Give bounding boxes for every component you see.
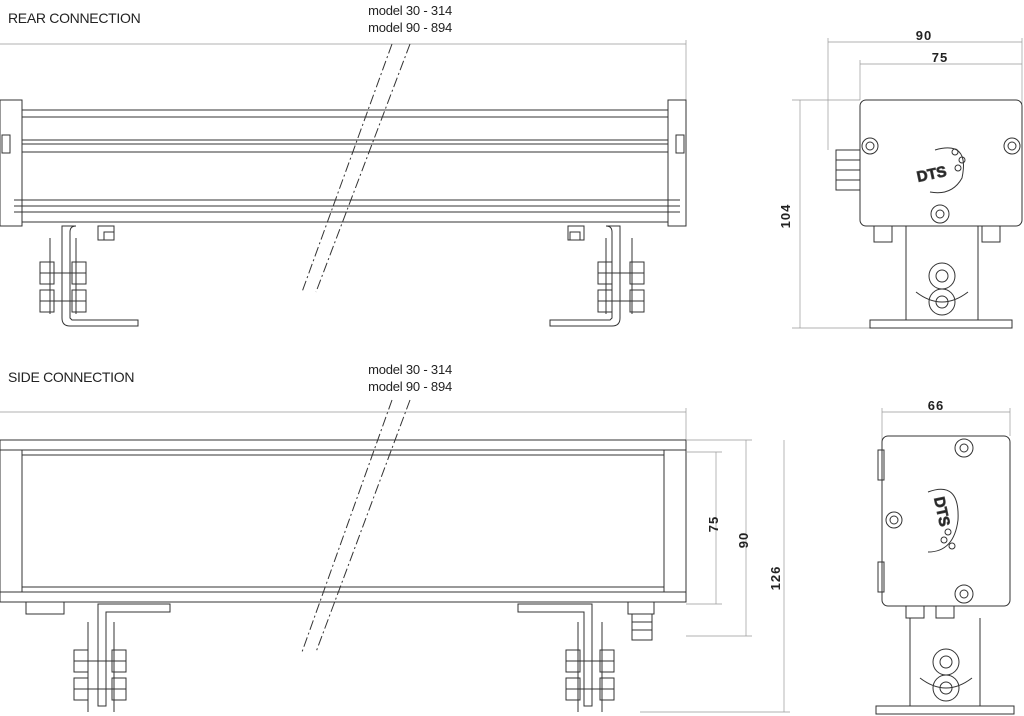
- side-model-line2: model 90 - 894: [368, 379, 452, 394]
- rear-model-line1: model 30 - 314: [368, 3, 452, 18]
- rear-section-title: REAR CONNECTION: [8, 10, 141, 26]
- rear-front-view: [0, 40, 687, 327]
- rear-model-line2: model 90 - 894: [368, 20, 452, 35]
- side-dts-logo: DTS: [930, 495, 953, 528]
- rear-end-view: [792, 38, 1023, 329]
- side-front-view: [0, 399, 790, 713]
- side-dim-h1: 75: [706, 516, 721, 532]
- rear-dim-width-inner: 75: [932, 50, 948, 65]
- side-end-view: [875, 408, 1015, 715]
- rear-dim-height: 104: [778, 204, 793, 229]
- side-model-line1: model 30 - 314: [368, 362, 452, 377]
- side-dim-width: 66: [928, 398, 944, 413]
- rear-model-labels: model 30 - 314 model 90 - 894: [310, 2, 452, 36]
- rear-dim-width-outer: 90: [916, 28, 932, 43]
- side-section-title: SIDE CONNECTION: [8, 369, 135, 385]
- side-dim-h3: 126: [768, 566, 783, 591]
- rear-dts-logo: DTS: [915, 163, 948, 186]
- side-model-labels: model 30 - 314 model 90 - 894: [310, 361, 452, 395]
- side-dim-h2: 90: [736, 532, 751, 548]
